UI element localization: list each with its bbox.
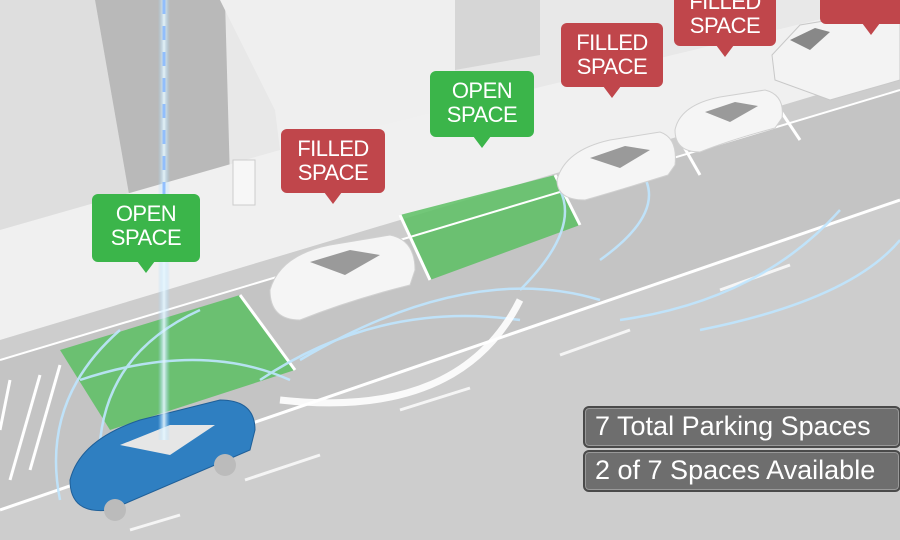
label-line1: FILLED (297, 136, 369, 161)
open-space-label: OPEN SPACE (430, 71, 534, 148)
label-line1: OPEN (115, 201, 177, 226)
filled-space-label: SPACE (820, 0, 900, 35)
total-spaces: 7 Total Parking Spaces (583, 406, 900, 448)
sidewalk (0, 0, 900, 340)
white-car-3 (674, 89, 783, 153)
label-line2: SPACE (297, 160, 369, 185)
open-space-2 (400, 175, 580, 280)
white-car-1 (269, 234, 416, 321)
filled-space-label: FILLED SPACE (561, 23, 663, 98)
label-line2: SPACE (110, 225, 182, 250)
filled-space-label: FILLED SPACE (281, 129, 385, 204)
parking-meter (232, 159, 256, 206)
building-left (0, 0, 130, 230)
label-line2: SPACE (576, 54, 648, 79)
open-space-1 (60, 295, 295, 430)
label-line1: FILLED (689, 0, 761, 14)
open-space-label: OPEN SPACE (92, 194, 200, 273)
available-spaces: 2 of 7 Spaces Available (583, 450, 900, 492)
white-car-2 (556, 131, 676, 201)
label-line2: SPACE (446, 102, 518, 127)
filled-space-label: FILLED SPACE (674, 0, 776, 57)
parking-info-panel: 7 Total Parking Spaces 2 of 7 Spaces Ava… (583, 406, 900, 494)
label-line1: FILLED (576, 30, 648, 55)
label-line2: SPACE (689, 13, 761, 38)
label-line1: OPEN (451, 78, 513, 103)
building-center (220, 0, 455, 150)
